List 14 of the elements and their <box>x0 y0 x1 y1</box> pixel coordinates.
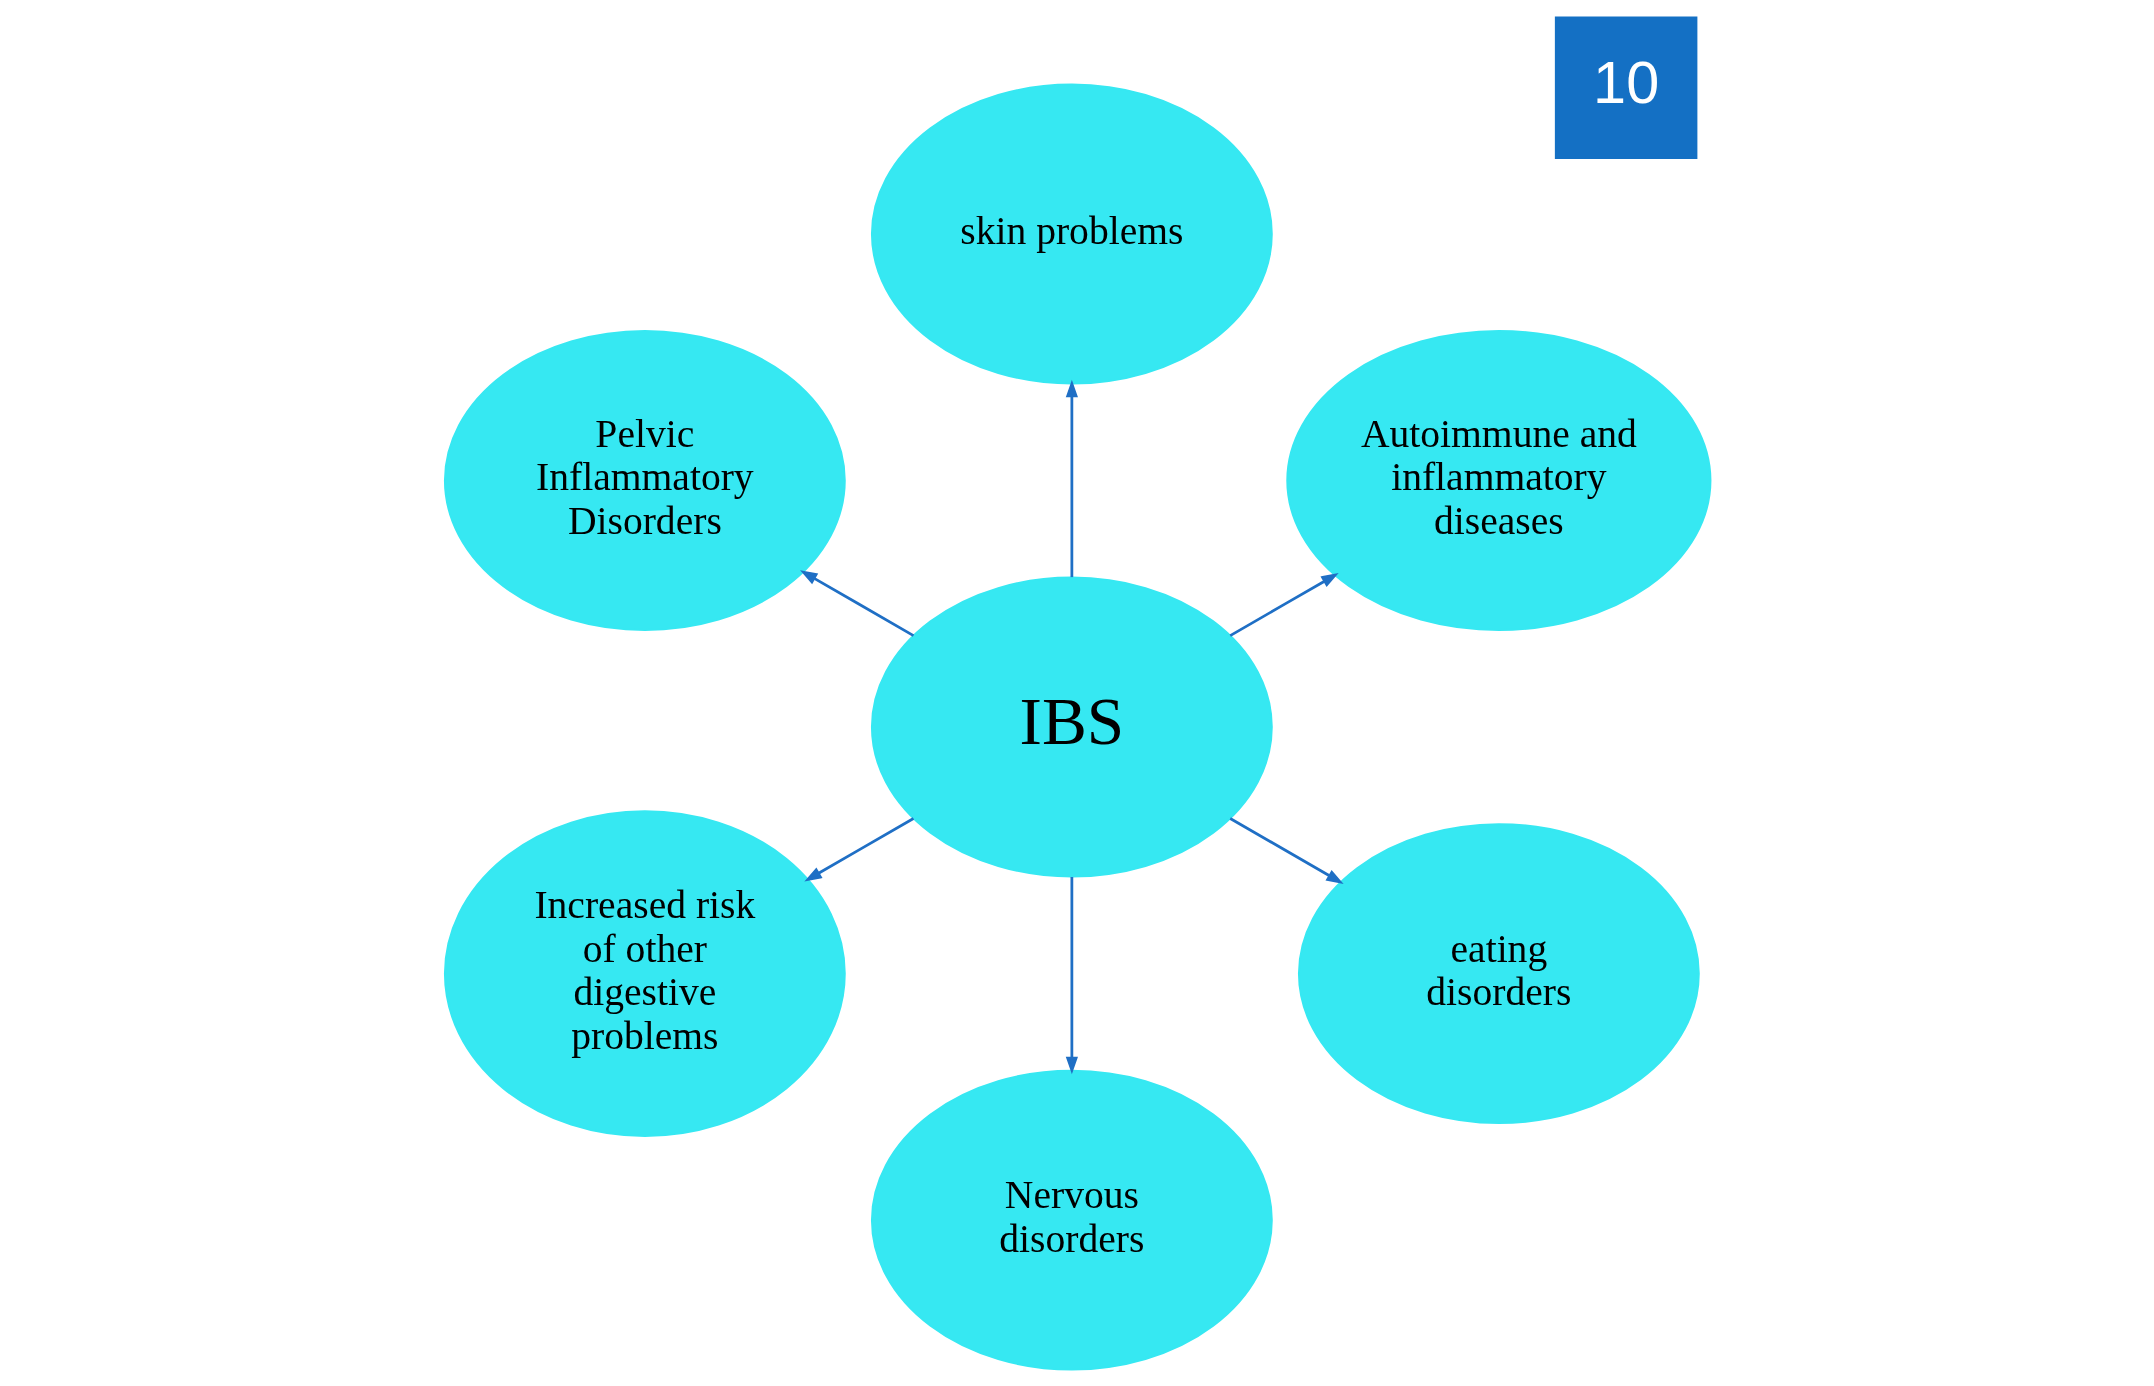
node-ellipse: eating disorders <box>1297 823 1700 1125</box>
label: 10 <box>1592 48 1659 116</box>
node-ellipse: skin problems <box>870 83 1273 385</box>
node-ellipse: Increased risk of other digestive problems <box>443 810 846 1137</box>
arrow <box>799 570 914 637</box>
arrow <box>1229 817 1344 884</box>
node-ellipse: Pelvic Inflammatory Disorders <box>443 330 846 631</box>
arrow <box>1065 877 1078 1075</box>
arrow <box>1229 573 1339 637</box>
arrow <box>1065 379 1078 578</box>
node-ellipse: IBS <box>870 576 1273 878</box>
arrow <box>803 817 914 882</box>
node-ellipse: Autoimmune and inflammatory diseases <box>1285 330 1711 631</box>
node-ellipse: Nervous disorders <box>870 1069 1273 1371</box>
